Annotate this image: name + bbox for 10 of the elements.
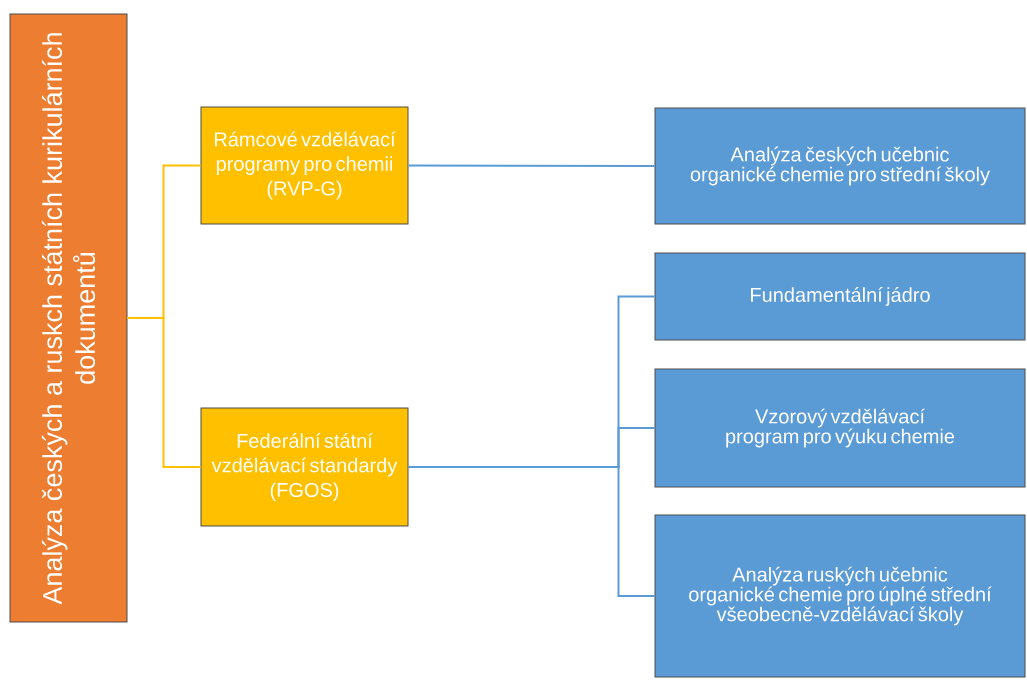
title-bar: Analýza českých a ruskch státních kurikulárních dokumentů bbox=[9, 13, 128, 623]
category-box: Rámcové vzdělávací programy pro chemii (RVP-G) bbox=[200, 106, 409, 225]
topic-box: Vzorový vzdělávací program pro výuku chemie bbox=[654, 368, 1026, 488]
topic-box: Analýza českých učebnic organické chemie pro střední školy bbox=[654, 107, 1026, 225]
category-box: Federální státní vzdělávací standardy (FGOS) bbox=[200, 407, 409, 527]
connector-line bbox=[407, 164, 656, 167]
connector-line bbox=[126, 317, 202, 468]
topic-box: Fundamentální jádro bbox=[654, 252, 1026, 341]
connector-line bbox=[407, 466, 656, 597]
topic-box: Analýza ruských učebnic organické chemie pro úplné střední všeobecně-vzdělávací školy bbox=[654, 514, 1026, 678]
